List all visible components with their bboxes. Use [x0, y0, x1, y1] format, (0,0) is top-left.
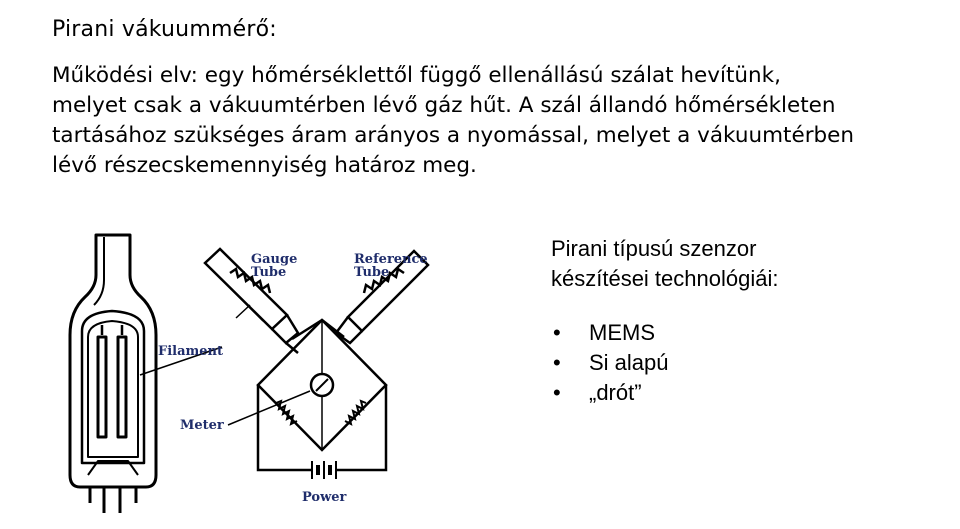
pirani-gauge-diagram: Gauge Tube Reference Tube Filament Meter…: [68, 233, 430, 513]
list-item: • Si alapú: [551, 348, 669, 378]
gauge-tube-drawing: [203, 247, 300, 354]
sensor-technologies-heading: Pirani típusú szenzor készítései technol…: [551, 234, 778, 294]
paragraph-line: lévő részecskemennyiség határoz meg.: [52, 153, 477, 178]
principle-paragraph: Működési elv: egy hőmérséklettől függő e…: [52, 61, 952, 181]
list-item-text: MEMS: [589, 320, 655, 345]
list-item: • MEMS: [551, 318, 669, 348]
reference-tube-drawing: [334, 249, 430, 345]
bullet-icon: •: [553, 320, 561, 345]
filament-label: Filament: [158, 344, 223, 359]
bridge-resistors: [275, 399, 367, 426]
list-item: • „drót”: [551, 378, 669, 408]
paragraph-line: melyet csak a vákuumtérben lévő gáz hűt.…: [52, 93, 836, 118]
vacuum-tube-drawing: [68, 233, 158, 513]
list-item-text: Si alapú: [589, 350, 669, 375]
gauge-tube-label-line1: Gauge: [251, 252, 297, 267]
bullet-icon: •: [553, 380, 561, 405]
reference-tube-label-line1: Reference: [354, 252, 428, 267]
paragraph-line: Működési elv: egy hőmérséklettől függő e…: [52, 63, 781, 88]
power-label: Power: [302, 490, 347, 505]
bullet-icon: •: [553, 350, 561, 375]
technology-list: • MEMS • Si alapú • „drót”: [551, 318, 669, 408]
heading-line: készítései technológiái:: [551, 266, 779, 291]
list-item-text: „drót”: [589, 380, 642, 405]
meter-label: Meter: [180, 418, 224, 433]
tube-connections: [291, 318, 345, 341]
page-title: Pirani vákuummérő:: [52, 17, 277, 42]
gauge-tube-label-line2: Tube: [251, 265, 286, 280]
meter-symbol: [309, 372, 335, 398]
paragraph-line: tartásához szükséges áram arányos a nyom…: [52, 123, 855, 148]
power-battery-symbol: [302, 461, 342, 479]
heading-line: Pirani típusú szenzor: [551, 236, 757, 261]
label-leaders: [139, 304, 311, 426]
reference-tube-label-line2: Tube: [354, 265, 389, 280]
